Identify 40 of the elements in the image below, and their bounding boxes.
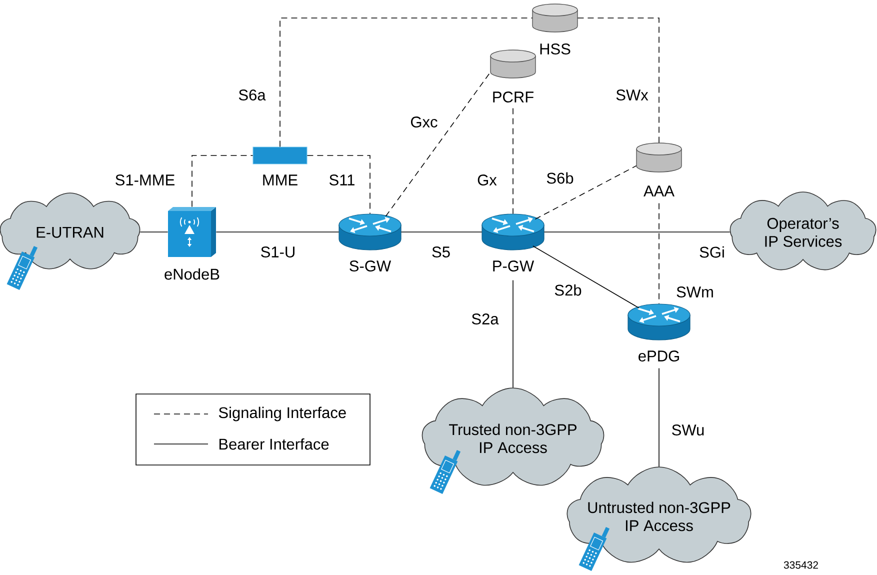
connector xyxy=(192,155,254,208)
device-label: MME xyxy=(263,174,298,186)
connector xyxy=(577,18,660,144)
connector xyxy=(280,18,533,148)
figure-number: 335432 xyxy=(784,561,818,569)
legend-label: Bearer Interface xyxy=(219,438,329,450)
connector xyxy=(534,165,637,220)
edge-label: SWm xyxy=(675,286,715,298)
device-label: AAA xyxy=(644,186,674,196)
edge-label: SGi xyxy=(698,245,726,259)
legend-label: Signaling Interface xyxy=(218,406,346,422)
network-cloud: Trusted non-3GPP IP Access xyxy=(422,388,604,486)
edge-label: S6b xyxy=(545,171,575,185)
edge-label: S1-U xyxy=(259,246,297,258)
device-label: P-GW xyxy=(493,260,534,272)
connector xyxy=(512,108,514,214)
device-label: eNodeB xyxy=(164,268,220,280)
connector xyxy=(532,246,640,308)
edge-label: S1-MME xyxy=(114,174,176,186)
edge-label: Gx xyxy=(476,174,498,186)
connector xyxy=(512,280,514,388)
edge-label: S5 xyxy=(430,246,452,258)
device-label: S-GW xyxy=(350,260,392,272)
edge-label: Gxc xyxy=(409,116,439,128)
edge-label: SWx xyxy=(614,88,650,102)
edge-label: S11 xyxy=(328,174,356,186)
device-label: PCRF xyxy=(493,92,534,102)
network-cloud: E-UTRAN xyxy=(0,192,140,270)
network-cloud: Operator’s IP Services xyxy=(730,192,876,270)
device-label: ePDG xyxy=(638,350,679,362)
edge-label: S2a xyxy=(470,312,500,326)
edge-label: SWu xyxy=(670,424,706,436)
connector xyxy=(658,202,660,304)
connector xyxy=(306,155,370,214)
connector xyxy=(385,72,491,217)
network-cloud: Untrusted non-3GPP IP Access xyxy=(566,466,752,563)
edge-label: S6a xyxy=(237,88,267,102)
device-label: HSS xyxy=(540,44,570,54)
connector xyxy=(658,368,660,467)
edge-label: S2b xyxy=(553,283,583,297)
